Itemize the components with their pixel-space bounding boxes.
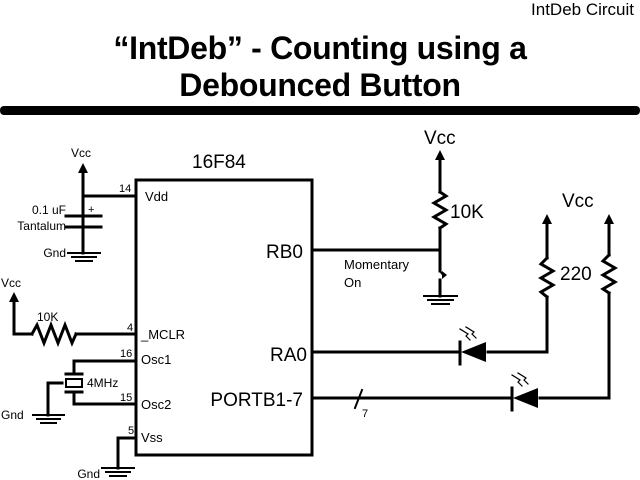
light-emission-arrows-icon <box>459 326 477 341</box>
chip-name-label: 16F84 <box>192 152 246 173</box>
vcc-arrow-icon <box>435 150 445 160</box>
ground-icon <box>67 252 101 262</box>
vcc-arrow-icon <box>9 292 19 302</box>
capacitor-polarity-label: + <box>88 204 94 216</box>
mclr-resistor-label: 10K <box>37 310 58 324</box>
vcc-label-mclr: Vcc <box>1 276 21 290</box>
pin-number-16: 16 <box>120 348 132 360</box>
pullup-resistor-label: 10K <box>450 202 484 223</box>
pin-label-vdd: Vdd <box>145 189 168 204</box>
bus-width-label: 7 <box>362 408 368 420</box>
led-icon <box>513 388 538 408</box>
vcc-label-pullup: Vcc <box>424 128 456 149</box>
gnd-label-crystal: Gnd <box>1 408 24 422</box>
led-resistor-label: 220 <box>560 264 592 285</box>
pin-number-14: 14 <box>119 183 131 195</box>
capacitor-value-label: 0.1 uF <box>32 203 66 217</box>
vdd-decoupling-network <box>64 168 138 255</box>
crystal-label: 4MHz <box>87 376 118 390</box>
pic-chip-body <box>134 178 314 457</box>
ground-icon <box>101 467 135 477</box>
vcc-arrow-icon <box>604 214 614 224</box>
vcc-label-cap: Vcc <box>71 146 91 160</box>
vcc-arrow-icon <box>78 163 88 173</box>
pin-label-ra0: RA0 <box>270 345 307 366</box>
vss-ground-wire <box>116 436 138 470</box>
vcc-arrow-icon <box>542 214 552 224</box>
crystal-oscillator <box>46 359 138 417</box>
led-icon <box>461 342 486 362</box>
pin-label-portb: PORTB1-7 <box>210 390 303 411</box>
gnd-label-vss: Gnd <box>77 467 100 480</box>
pin-label-osc1: Osc1 <box>141 352 171 367</box>
gnd-label-cap: Gnd <box>43 246 66 260</box>
pin-number-15: 15 <box>120 392 132 404</box>
ra0-led-circuit <box>310 223 556 366</box>
pin-number-4: 4 <box>127 322 133 334</box>
switch-label-line1: Momentary <box>344 257 410 272</box>
rb0-button-circuit <box>310 158 449 298</box>
slide-corner-label: IntDeb Circuit <box>531 0 634 19</box>
pin-label-mclr: _MCLR <box>140 327 185 342</box>
momentary-switch-contact-icon <box>442 271 447 279</box>
switch-label-line2: On <box>344 275 361 290</box>
pin-label-rb0: RB0 <box>266 242 303 263</box>
light-emission-arrows-icon <box>511 372 529 387</box>
mclr-pullup <box>12 298 138 348</box>
title-divider <box>0 106 640 115</box>
portb-led-circuit <box>310 223 618 412</box>
page-title-line1: “IntDeb” - Counting using a <box>113 30 527 66</box>
ground-icon <box>32 414 65 424</box>
pin-label-vss: Vss <box>141 430 163 445</box>
ground-icon <box>423 295 458 305</box>
pin-number-5: 5 <box>128 425 134 437</box>
page-title-line2: Debounced Button <box>179 67 461 103</box>
pin-label-osc2: Osc2 <box>141 397 171 412</box>
vcc-label-leds: Vcc <box>562 191 594 212</box>
capacitor-type-label: Tantalum <box>17 219 66 233</box>
